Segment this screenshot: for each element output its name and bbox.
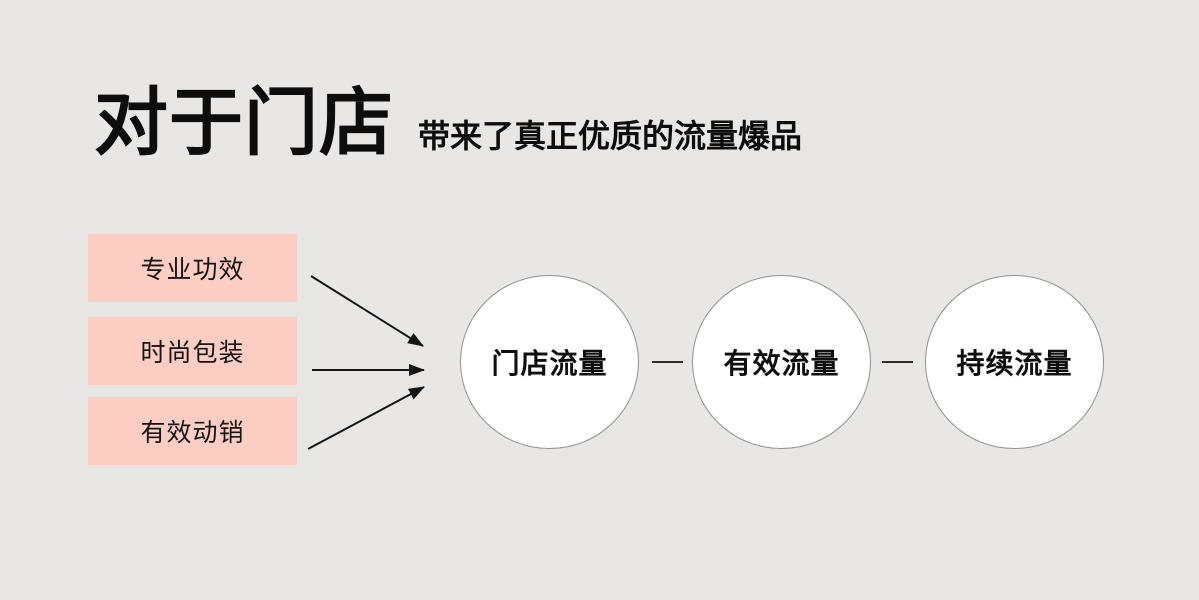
flow-node-store-traffic: 门店流量 [460, 275, 639, 449]
feature-label: 有效动销 [140, 419, 245, 447]
flow-node-label: 持续流量 [956, 348, 1073, 379]
arrow-feature1-to-node1 [310, 275, 424, 347]
feature-box-professional-efficacy: 专业功效 [88, 234, 297, 302]
arrow-feature3-to-node1 [307, 386, 425, 450]
feature-label: 时尚包装 [140, 339, 245, 367]
feature-box-fashion-packaging: 时尚包装 [88, 317, 297, 385]
feature-box-effective-sales: 有效动销 [88, 397, 297, 465]
flow-node-continuous-traffic: 持续流量 [925, 275, 1104, 449]
flow-node-label: 门店流量 [491, 348, 608, 379]
feature-label: 专业功效 [140, 256, 245, 284]
page-title: 对于门店 [94, 81, 394, 164]
flow-node-effective-traffic: 有效流量 [692, 275, 871, 449]
node-connector-dash [882, 361, 913, 363]
page-subtitle: 带来了真正优质的流量爆品 [418, 118, 803, 154]
flow-node-label: 有效流量 [723, 348, 840, 379]
node-connector-dash [652, 361, 683, 363]
